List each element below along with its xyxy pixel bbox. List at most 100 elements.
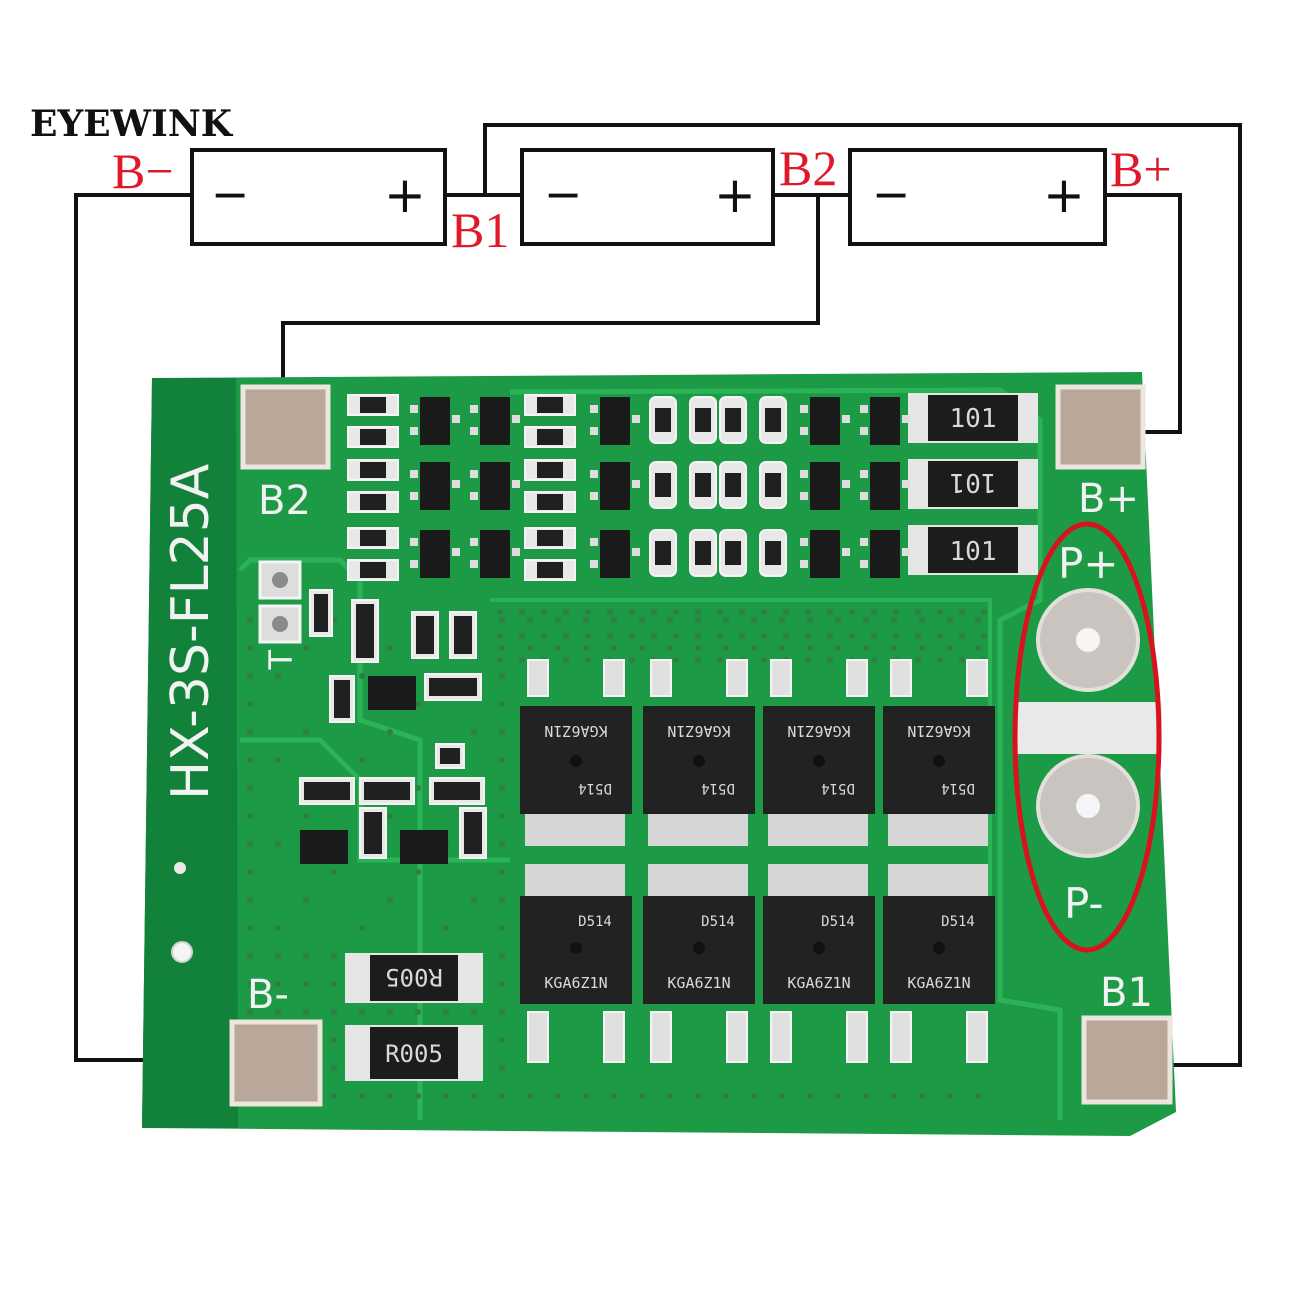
mosfet-marking: KGA6Z1N <box>667 722 730 740</box>
via-dot <box>387 645 393 651</box>
via-dot <box>585 657 591 663</box>
thermistor-hole <box>272 616 288 632</box>
smd-capacitor-body <box>765 408 781 432</box>
via-dot <box>563 609 569 615</box>
via-dot <box>835 617 841 623</box>
via-dot <box>779 1093 785 1099</box>
via-dot <box>717 633 723 639</box>
mounting-hole <box>174 862 186 874</box>
via-dot <box>607 609 613 615</box>
via-dot <box>629 657 635 663</box>
via-dot <box>303 813 309 819</box>
mosfet-date: D514 <box>941 780 975 796</box>
mounting-hole <box>171 941 193 963</box>
mosfet-dimple <box>813 755 825 767</box>
via-dot <box>805 633 811 639</box>
mosfet-lead <box>890 659 912 697</box>
via-dot <box>981 633 987 639</box>
sot-chip <box>600 462 630 510</box>
pad-label-b-plus: B+ <box>1078 476 1139 522</box>
resistor-marking: 101 <box>950 537 997 567</box>
via-dot <box>519 657 525 663</box>
resistor-body <box>928 461 1018 507</box>
via-dot <box>303 981 309 987</box>
smd-capacitor-body <box>725 473 741 497</box>
pad-b-minus <box>229 1019 323 1107</box>
smd-resistor-body <box>537 494 563 510</box>
via-dot <box>331 869 337 875</box>
via-dot <box>959 633 965 639</box>
wire-b1 <box>483 123 1242 1067</box>
thermistor-pad <box>258 560 302 600</box>
chip-pin <box>410 427 418 435</box>
via-dot <box>937 633 943 639</box>
via-dot <box>387 1093 393 1099</box>
via-dot <box>499 813 505 819</box>
via-dot <box>275 673 281 679</box>
smd-capacitor-body <box>655 541 671 565</box>
via-dot <box>667 645 673 651</box>
smd-capacitor-body <box>695 473 711 497</box>
mosfet-dimple <box>693 755 705 767</box>
brand-logo: EYEWINK <box>30 103 234 145</box>
via-dot <box>739 633 745 639</box>
via-dot <box>761 609 767 615</box>
pad-b2 <box>240 384 331 470</box>
via-dot <box>387 729 393 735</box>
via-dot <box>563 657 569 663</box>
mosfet-date: D514 <box>578 780 612 796</box>
smd-part-body <box>464 812 482 854</box>
via-dot <box>673 633 679 639</box>
mosfet-lead <box>603 659 625 697</box>
via-dot <box>303 645 309 651</box>
via-dot <box>331 1037 337 1043</box>
via-dot <box>499 645 505 651</box>
mosfet-marking: KGA6Z1N <box>907 974 970 992</box>
wire-b2 <box>281 195 820 430</box>
mosfet-lead <box>770 659 792 697</box>
mosfet-marking: KGA6Z1N <box>787 974 850 992</box>
via-dot <box>499 757 505 763</box>
resistor-marking: 101 <box>950 404 997 434</box>
mosfet-lead <box>650 1011 672 1063</box>
via-dot <box>443 1093 449 1099</box>
smd-part-body <box>454 616 472 654</box>
via-dot <box>695 657 701 663</box>
smd-capacitor-body <box>655 473 671 497</box>
via-dot <box>959 657 965 663</box>
via-dot <box>827 633 833 639</box>
chip-pin <box>902 480 910 488</box>
via-dot <box>807 617 813 623</box>
via-dot <box>751 645 757 651</box>
via-dot <box>275 953 281 959</box>
smd-part-body <box>429 678 477 696</box>
via-dot <box>807 1093 813 1099</box>
chip-pin <box>590 470 598 478</box>
chip-pin <box>902 548 910 556</box>
smd-resistor-body <box>360 462 386 478</box>
via-dot <box>471 1009 477 1015</box>
via-dot <box>247 841 253 847</box>
chip-pin <box>800 427 808 435</box>
chip-pin <box>860 470 868 478</box>
sot-chip <box>810 530 840 578</box>
via-dot <box>519 633 525 639</box>
smd-part-body <box>334 680 350 718</box>
via-dot <box>415 1009 421 1015</box>
via-dot <box>247 617 253 623</box>
chip-pin <box>470 405 478 413</box>
via-dot <box>915 609 921 615</box>
via-dot <box>639 617 645 623</box>
via-dot <box>667 617 673 623</box>
via-dot <box>583 617 589 623</box>
via-dot <box>499 701 505 707</box>
via-dot <box>247 673 253 679</box>
smd-part-body <box>364 782 410 800</box>
via-dot <box>499 785 505 791</box>
via-dot <box>695 609 701 615</box>
via-dot <box>359 673 365 679</box>
mosfet-marking: KGA6Z1N <box>787 722 850 740</box>
smd-resistor-body <box>360 429 386 445</box>
chip-pin <box>800 560 808 568</box>
